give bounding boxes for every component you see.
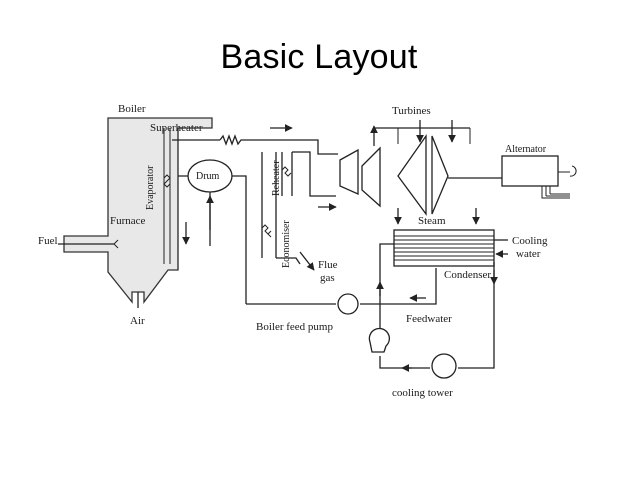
label-turbines: Turbines bbox=[392, 105, 431, 117]
label-cooling: Cooling bbox=[512, 235, 548, 247]
label-cooling-tower: cooling tower bbox=[392, 387, 453, 399]
label-boiler: Boiler bbox=[118, 103, 146, 115]
turbines bbox=[339, 120, 502, 225]
label-flue: Flue bbox=[318, 259, 338, 271]
slide-title: Basic Layout bbox=[220, 38, 418, 76]
label-economiser: Economiser bbox=[281, 220, 292, 268]
superheater bbox=[172, 124, 338, 155]
label-superheater: Superheater bbox=[150, 122, 203, 134]
label-alternator: Alternator bbox=[505, 144, 547, 155]
label-feedwater: Feedwater bbox=[406, 313, 452, 325]
condenser bbox=[393, 229, 508, 267]
feedwater-line bbox=[246, 268, 437, 315]
label-condenser: Condenser bbox=[444, 269, 491, 281]
label-fuel: Fuel bbox=[38, 235, 58, 247]
label-furnace: Furnace bbox=[110, 215, 146, 227]
label-steam: Steam bbox=[418, 215, 446, 227]
drum bbox=[178, 159, 247, 304]
label-drum: Drum bbox=[196, 171, 220, 182]
fuel-inlet bbox=[58, 239, 119, 249]
evaporator bbox=[163, 128, 171, 264]
economiser bbox=[261, 152, 315, 271]
cooling-loop bbox=[368, 243, 498, 379]
label-gas: gas bbox=[320, 272, 335, 284]
boiler bbox=[63, 117, 213, 304]
label-boiler-feed-pump: Boiler feed pump bbox=[256, 321, 333, 333]
label-water: water bbox=[516, 248, 541, 260]
reheater bbox=[281, 151, 337, 211]
label-air: Air bbox=[130, 315, 145, 327]
alternator bbox=[501, 155, 577, 199]
label-reheater: Reheater bbox=[271, 160, 282, 196]
label-evaporator: Evaporator bbox=[145, 165, 156, 210]
